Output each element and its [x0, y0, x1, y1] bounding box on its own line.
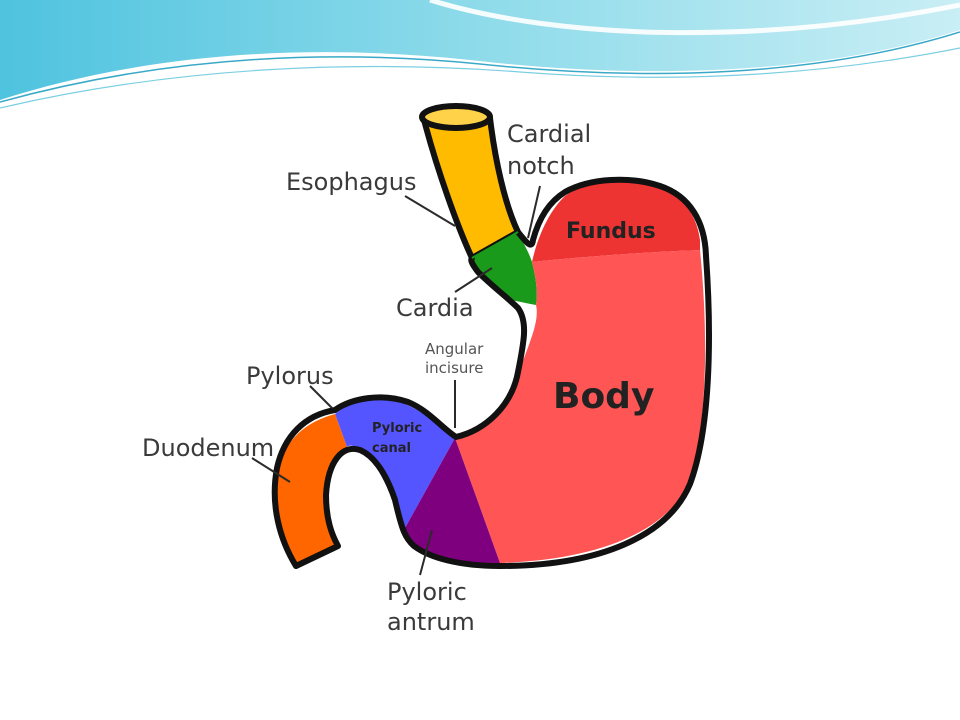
wave-line-2	[0, 47, 960, 109]
pylorus-leader	[309, 385, 333, 409]
label-fundus: Fundus	[566, 219, 656, 244]
wave-line-1	[0, 31, 960, 103]
wave-banner	[0, 0, 960, 109]
label-pyloric-antrum-2: antrum	[387, 608, 475, 636]
label-cardial-notch-1: Cardial	[507, 120, 591, 148]
label-duodenum: Duodenum	[142, 434, 274, 462]
pyloric-antrum-leader	[419, 529, 433, 576]
duodenum-region	[276, 414, 347, 565]
label-pyloric-canal-1: Pyloric	[372, 421, 422, 436]
esophagus-opening	[419, 103, 493, 131]
label-pyloric-antrum-1: Pyloric	[387, 578, 467, 606]
pyloric-canal-region	[335, 399, 455, 528]
esophagus-leader	[404, 195, 456, 227]
stomach-outline	[271, 176, 712, 569]
esophagus-region	[420, 113, 521, 261]
label-body: Body	[553, 376, 654, 417]
cardia-region	[472, 232, 537, 305]
cardia-leader	[454, 267, 493, 293]
cardia-divider	[471, 231, 519, 259]
wave-fill	[0, 0, 960, 100]
label-angular-incisure-1: Angular	[425, 340, 484, 358]
label-cardia: Cardia	[396, 294, 474, 322]
duodenum-end	[295, 544, 339, 568]
label-cardial-notch-2: notch	[507, 152, 575, 180]
label-esophagus: Esophagus	[286, 168, 416, 196]
label-pylorus: Pylorus	[246, 362, 334, 390]
fundus-region	[532, 181, 700, 262]
cardial-notch-leader	[527, 185, 541, 239]
body-region	[455, 250, 706, 563]
label-pyloric-canal-2: canal	[372, 441, 411, 456]
wave-highlight	[429, 0, 960, 36]
pyloric-antrum-region	[405, 438, 500, 564]
duodenum-leader	[251, 457, 291, 483]
label-angular-incisure-2: incisure	[425, 359, 483, 377]
